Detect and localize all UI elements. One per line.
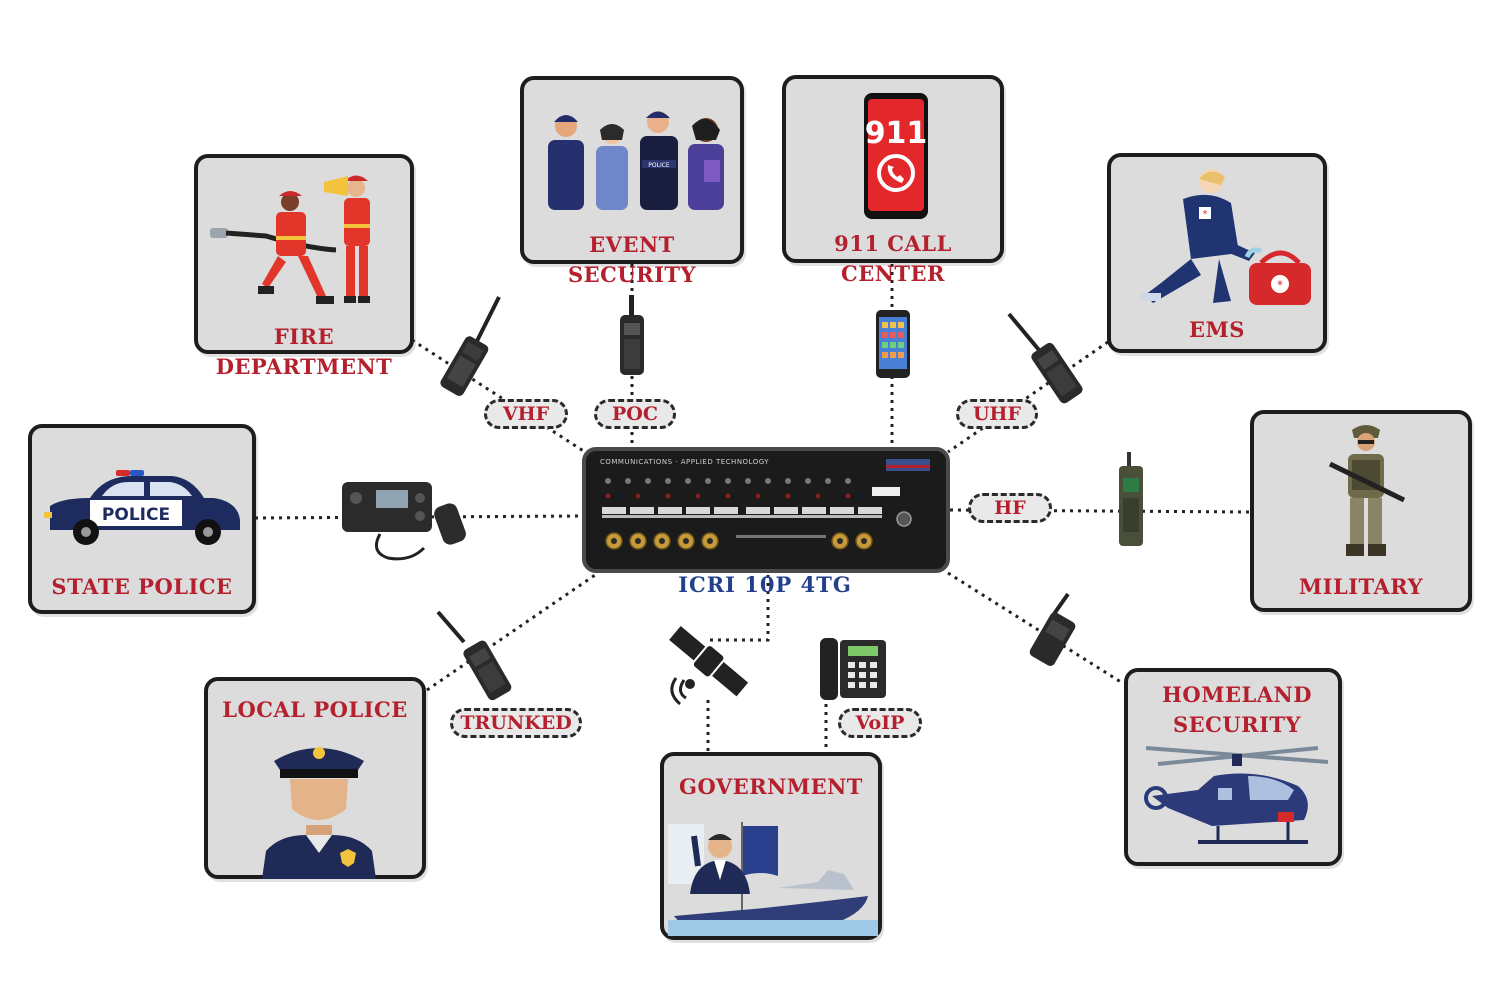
security-staff-illustration: POLICE — [548, 111, 724, 210]
trunked-radio-icon — [436, 610, 512, 701]
uhf-handheld-radio-icon — [1007, 312, 1083, 404]
card-911-call-center[interactable]: 911 911 CALL CENTER — [782, 75, 1004, 286]
hub-brand-text: COMMUNICATIONS · APPLIED TECHNOLOGY — [600, 458, 770, 466]
vest-text: POLICE — [648, 162, 670, 169]
link-label-voip: VoIP — [838, 708, 922, 738]
link-label-hf: HF — [968, 493, 1052, 523]
ems-medic-illustration: * * — [1141, 169, 1311, 305]
police-car-text: POLICE — [102, 505, 170, 525]
link-local-police — [426, 571, 599, 692]
link-label-uhf: UHF — [956, 399, 1038, 429]
card-label-911-call-center: 911 CALL CENTER — [834, 231, 952, 287]
hub-panel-art — [602, 459, 930, 550]
hf-manpack-radio-icon — [1119, 452, 1143, 546]
link-label-vhf: VHF — [484, 399, 568, 429]
soldier-illustration — [1328, 425, 1406, 556]
police-car-illustration: POLICE — [44, 470, 240, 545]
svg-text:*: * — [1277, 278, 1283, 292]
firefighters-illustration — [210, 175, 370, 304]
card-local-police[interactable]: LOCAL POLICE — [204, 677, 426, 879]
link-state-police — [254, 514, 583, 520]
satellite-icon — [669, 626, 749, 706]
police-officer-illustration — [262, 747, 376, 879]
government-official-illustration — [668, 822, 878, 936]
link-ems — [947, 340, 1109, 454]
card-label-fire-department: FIRE DEPARTMENT — [215, 324, 393, 380]
card-event-security[interactable]: POLICE EVENT SECURITY — [520, 76, 744, 287]
vhf-handheld-radio-icon — [440, 296, 501, 396]
svg-text:*: * — [1203, 209, 1208, 220]
link-homeland — [947, 571, 1125, 686]
link-label-trunked: TRUNKED — [450, 708, 582, 738]
card-label-local-police: LOCAL POLICE — [222, 697, 408, 722]
mobile-radio-icon — [342, 482, 466, 561]
link-satellite — [705, 575, 770, 642]
phone-911-text: 911 — [865, 116, 928, 151]
card-fire-department[interactable]: FIRE DEPARTMENT — [194, 154, 414, 379]
icri-hub-device: COMMUNICATIONS · APPLIED TECHNOLOGY — [582, 447, 950, 573]
card-label-state-police: STATE POLICE — [51, 574, 233, 599]
emergency-phone-illustration: 911 — [864, 93, 928, 219]
smartphone-icon — [876, 310, 910, 378]
card-label-homeland-security: HOMELAND SECURITY — [1162, 682, 1312, 738]
homeland-radio-icon — [1029, 592, 1076, 666]
card-label-military: MILITARY — [1298, 574, 1424, 599]
card-government[interactable]: GOVERNMENT — [660, 752, 882, 940]
card-label-government: GOVERNMENT — [679, 774, 863, 799]
voip-desk-phone-icon — [820, 638, 886, 700]
card-state-police[interactable]: POLICE STATE POLICE — [28, 424, 256, 614]
link-label-poc: POC — [594, 399, 676, 429]
poc-radio-icon — [620, 295, 644, 375]
link-fire — [411, 338, 586, 454]
card-homeland-security[interactable]: HOMELAND SECURITY — [1124, 668, 1342, 866]
hub-title: ICRI 10P 4TG — [678, 572, 852, 597]
card-ems[interactable]: * * EMS — [1107, 153, 1327, 353]
helicopter-illustration — [1144, 746, 1329, 844]
card-military[interactable]: MILITARY — [1250, 410, 1472, 612]
card-label-event-security: EVENT SECURITY — [567, 232, 697, 288]
card-label-ems: EMS — [1189, 317, 1245, 342]
